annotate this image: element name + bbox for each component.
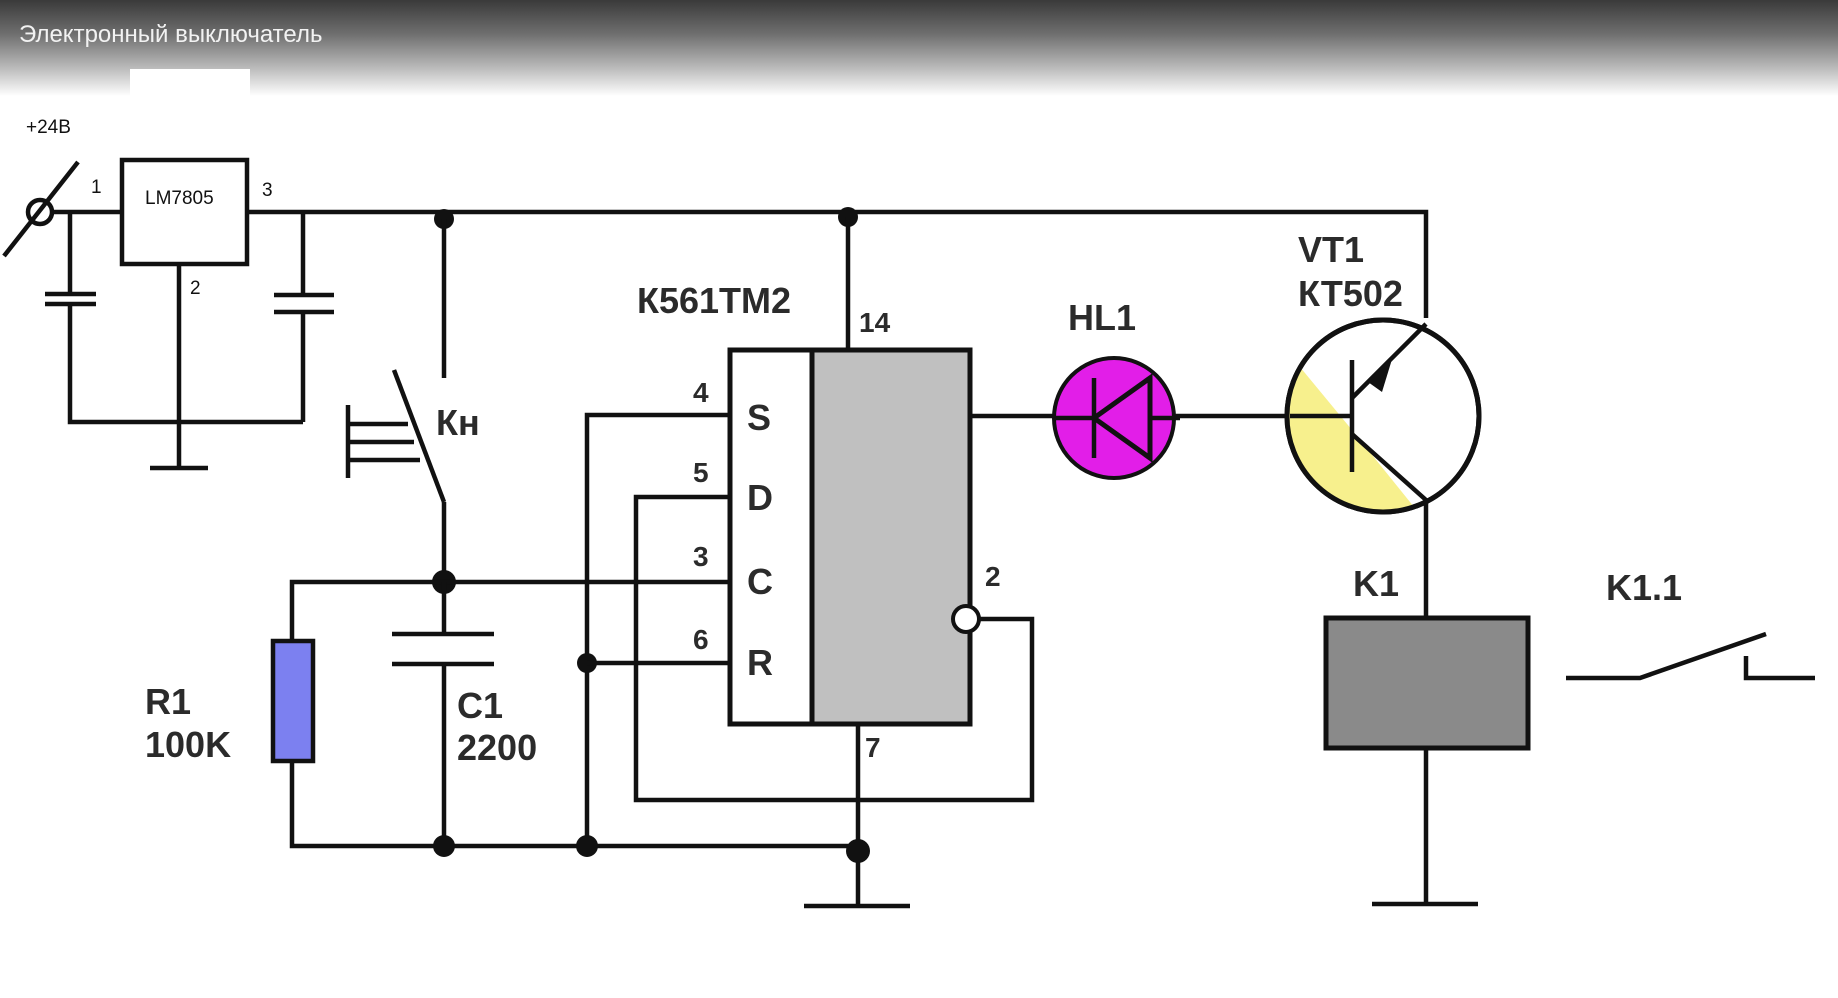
chip-pin-r: 6 — [693, 624, 709, 655]
chip-input-panel — [727, 347, 815, 727]
chip-input-s-label: S — [747, 397, 771, 438]
button-label: Кн — [436, 402, 480, 443]
chip-pin-s: 4 — [693, 377, 709, 408]
chip-pin-d: 5 — [693, 457, 709, 488]
led-hl1: HL1 — [1052, 297, 1180, 480]
chip-input-d-label: D — [747, 477, 773, 518]
transistor-ref: VT1 — [1298, 229, 1364, 270]
input-terminal-slash — [2, 160, 80, 258]
inverted-output-icon — [951, 604, 981, 634]
supply-voltage-label: +24В — [26, 117, 71, 138]
relay-ref: K1 — [1353, 563, 1399, 604]
regulator-section: +24В LM7805 1 2 3 — [2, 117, 334, 471]
supply-rail — [247, 209, 1429, 318]
chip-pin-vdd: 14 — [859, 307, 891, 338]
button-contact-icon — [391, 369, 447, 503]
chip-input-c-label: C — [747, 561, 773, 602]
resistor-ref: R1 — [145, 681, 191, 722]
flip-flop-chip: К561ТМ2 14 7 2 4 S 5 D 3 C 6 R — [637, 280, 1001, 763]
inset-background-strip — [130, 69, 250, 99]
chip-name: К561ТМ2 — [637, 280, 791, 321]
relay-k1: K1 — [1323, 563, 1531, 751]
transistor-type: КТ502 — [1298, 273, 1403, 314]
chip-pin-out: 2 — [985, 561, 1001, 592]
capacitor-ref: C1 — [457, 685, 503, 726]
video-title: Электронный выключатель — [19, 21, 323, 48]
relay-coil — [1323, 615, 1531, 751]
relay-contact-ref: K1.1 — [1606, 567, 1682, 608]
chip-pin-c: 3 — [693, 541, 709, 572]
regulator-pin-2: 2 — [190, 278, 201, 299]
transistor-vt1: VT1 КТ502 — [1284, 229, 1482, 515]
capacitor-value: 2200 — [457, 727, 537, 768]
regulator-box — [119, 157, 250, 267]
led-ref: HL1 — [1068, 297, 1136, 338]
chip-body — [809, 347, 973, 727]
relay-contact-k11: K1.1 — [1566, 567, 1815, 681]
video-title-bar: Электронный выключатель — [0, 0, 1838, 96]
regulator-name: LM7805 — [145, 188, 214, 209]
chip-pin-gnd: 7 — [865, 732, 881, 763]
resistor-value: 100K — [145, 724, 231, 765]
regulator-pin-1: 1 — [91, 177, 102, 198]
push-button: Кн — [345, 369, 480, 503]
transistor-body-icon — [1284, 317, 1482, 515]
regulator-pin-3: 3 — [262, 180, 273, 201]
chip-input-r-label: R — [747, 642, 773, 683]
resistor-r1 — [270, 638, 316, 764]
